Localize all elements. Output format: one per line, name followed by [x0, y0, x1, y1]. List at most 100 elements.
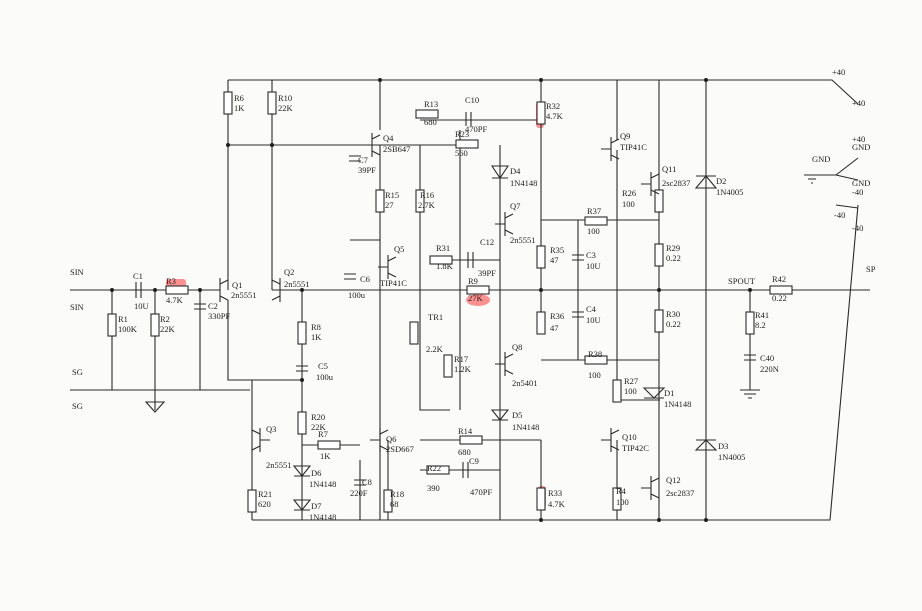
label-c1-value: 10U	[134, 301, 149, 311]
label-c4-ref: C4	[586, 304, 597, 314]
label-r36-value: 47	[550, 323, 559, 333]
label-c3-value: 10U	[586, 261, 601, 271]
label-q8-ref: Q8	[512, 342, 522, 352]
label-r36-ref: R36	[550, 311, 564, 321]
label-r30-ref: R30	[666, 309, 680, 319]
label-r6-value: 1K	[234, 103, 245, 113]
label-c5-value: 100u	[316, 372, 334, 382]
label-q1-ref: Q1	[232, 280, 242, 290]
resistor-r41	[745, 311, 755, 335]
label-q5-ref: Q5	[394, 244, 404, 254]
label-r37-value: 100	[587, 226, 600, 236]
label-r17-ref: R17	[454, 354, 468, 364]
highlighter-marks	[166, 102, 546, 508]
label-c12-ref: C12	[480, 237, 494, 247]
label-c40-ref: C40	[760, 353, 774, 363]
label-r30-value: 0.22	[666, 319, 681, 329]
label-c10-value: 470PF	[465, 124, 487, 134]
label-r23-ref: R23	[455, 129, 469, 139]
net-sg-b: SG	[72, 401, 83, 411]
label-q6-value: 2SD667	[386, 444, 414, 454]
net-gnd-a: GND	[852, 142, 870, 152]
capacitor-c7	[349, 155, 361, 162]
label-d4-value: 1N4148	[510, 178, 537, 188]
label-r26-ref: R26	[622, 188, 636, 198]
label-r29-ref: R29	[666, 243, 680, 253]
label-r41-value: 8.2	[755, 320, 766, 330]
junction-dots	[110, 78, 752, 522]
resistor-r36	[536, 311, 546, 335]
label-c9-value: 470PF	[470, 487, 492, 497]
capacitor-c2	[194, 303, 206, 310]
resistor-r42	[769, 285, 793, 295]
resistor-r14	[459, 435, 483, 445]
transistor-q1	[210, 278, 229, 302]
label-r27-value: 100	[624, 386, 637, 396]
label-q8-value: 2n5401	[512, 378, 538, 388]
label-c3-ref: C3	[586, 250, 596, 260]
label-r18-value: 68	[390, 499, 399, 509]
resistor-r10	[267, 91, 277, 115]
net-gnd-left: GND	[812, 154, 830, 164]
resistor-r26	[654, 189, 664, 213]
label-r31-ref: R31	[436, 243, 450, 253]
net-plus40-a: +40	[852, 98, 865, 108]
label-r32-value: 4.7K	[546, 111, 564, 121]
resistor-r35	[536, 245, 546, 269]
label-q3-ref: Q3	[266, 424, 276, 434]
net-minus40-left: -40	[834, 210, 845, 220]
net-plus40-b: +40	[852, 134, 865, 144]
highlight-r9	[466, 294, 490, 306]
label-q5-value: TIP41C	[380, 278, 407, 288]
label-d4-ref: D4	[510, 166, 521, 176]
label-r21-ref: R21	[258, 489, 272, 499]
label-r7-value: 1K	[320, 451, 331, 461]
label-r38-ref: R38	[588, 349, 602, 359]
label-r9-ref: R9	[468, 276, 478, 286]
label-r10-ref: R10	[278, 93, 292, 103]
label-r22-value: 390	[427, 483, 440, 493]
capacitor-c40	[744, 354, 756, 361]
label-d5-value: 1N4148	[512, 422, 539, 432]
transistor-q5	[378, 255, 397, 279]
label-r23-value: 560	[455, 148, 468, 158]
resistor-r30	[654, 309, 664, 333]
label-r4-value: 100	[616, 497, 629, 507]
label-q7-value: 2n5551	[510, 235, 536, 245]
label-d6-value: 1N4148	[309, 479, 336, 489]
ground-symbol-input	[144, 401, 166, 413]
label-r7-ref: R7	[318, 429, 328, 439]
label-tr1-value: 2.2K	[426, 344, 444, 354]
label-d3-value: 1N4005	[718, 452, 745, 462]
label-r8-value: 1K	[311, 332, 322, 342]
label-r15-value: 27	[385, 200, 394, 210]
label-c12-value: 39PF	[478, 268, 496, 278]
resistor-r23	[455, 139, 479, 149]
label-r27-ref: R27	[624, 376, 638, 386]
label-r14-value: 680	[458, 447, 471, 457]
label-q9-ref: Q9	[620, 131, 630, 141]
transistor-q3	[251, 428, 270, 452]
label-r1-ref: R1	[118, 314, 128, 324]
resistor-r38	[584, 355, 608, 365]
label-c2-ref: C2	[208, 301, 218, 311]
label-c6-ref: C6	[360, 274, 370, 284]
capacitor-c3	[572, 254, 584, 261]
label-q1-value: 2n5551	[231, 290, 257, 300]
label-r2-ref: R2	[160, 314, 170, 324]
capacitor-c9	[462, 462, 469, 478]
label-r26-value: 100	[622, 199, 635, 209]
label-q10-ref: Q10	[622, 432, 637, 442]
net-gnd-b: GND	[852, 178, 870, 188]
transistor-q12	[641, 476, 660, 500]
labels: R6 1K R10 22K R13 680 C10 470PF R23 560 …	[70, 67, 876, 522]
label-c2-value: 330PF	[208, 311, 230, 321]
label-r9-value: 27K	[468, 293, 484, 303]
label-r31-value: 1.8K	[436, 261, 454, 271]
ground-symbol-output	[740, 389, 760, 399]
capacitor-c4	[572, 311, 584, 318]
resistor-r9	[466, 285, 490, 295]
label-q12-ref: Q12	[666, 475, 681, 485]
resistor-r4	[612, 487, 622, 511]
